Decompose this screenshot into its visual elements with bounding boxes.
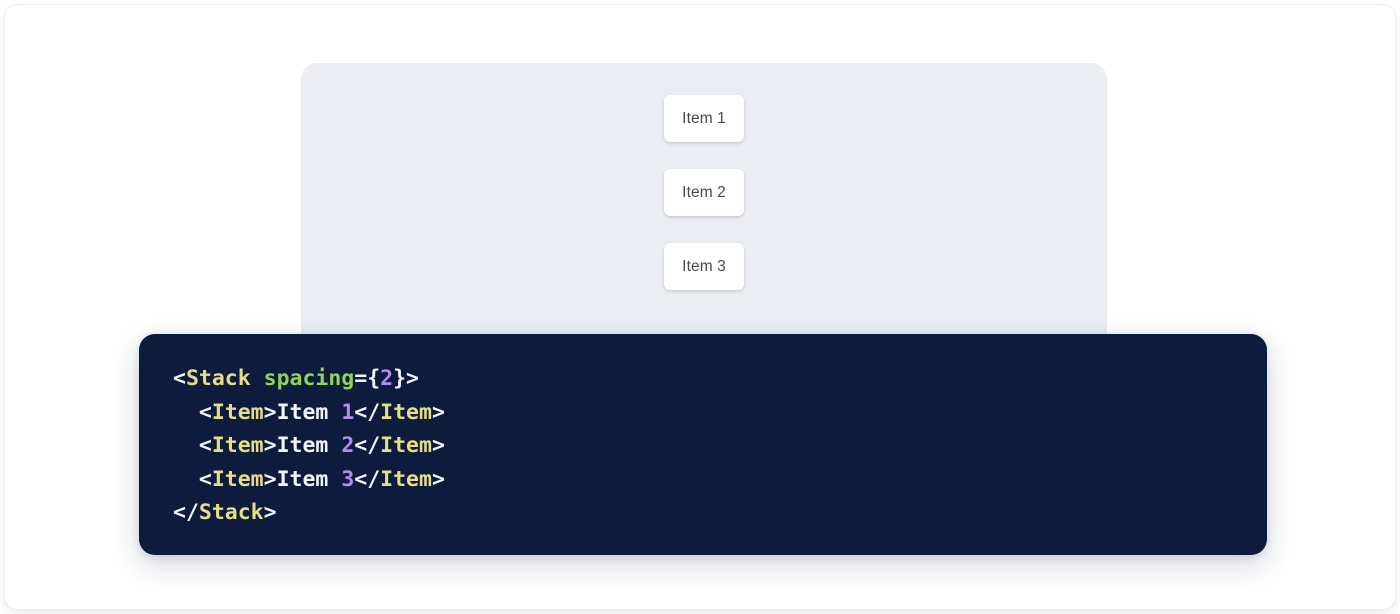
- code-token-tag: Item: [211, 466, 264, 492]
- code-token-attr: spacing: [263, 366, 355, 391]
- code-token-num: 2: [341, 433, 355, 458]
- code-token-punct: }>: [393, 366, 419, 391]
- stack-container: Item 1 Item 2 Item 3: [301, 95, 1107, 290]
- code-indent: [173, 400, 199, 425]
- code-token-punct: <: [198, 466, 212, 492]
- code-token-punct: <: [173, 366, 186, 391]
- code-token-tag: Item: [380, 433, 432, 458]
- stack-item[interactable]: Item 1: [664, 95, 744, 142]
- code-token-punct: >: [263, 466, 277, 492]
- code-token-punct: </: [173, 500, 199, 525]
- code-token-tag: Stack: [185, 366, 251, 391]
- code-token-punct: </: [354, 433, 381, 458]
- code-indent: [173, 433, 199, 458]
- code-token-punct: <: [198, 399, 212, 425]
- code-token-tag: Item: [380, 399, 432, 425]
- code-token-num: 1: [341, 399, 355, 425]
- code-token-punct: <: [198, 433, 212, 458]
- code-token-text: Item: [276, 433, 342, 458]
- code-token-punct: ={: [354, 366, 381, 391]
- code-snippet-text: <Stack spacing={2}> <Item>Item 1</Item> …: [173, 362, 1267, 530]
- code-token-punct: >: [431, 399, 445, 425]
- code-token-punct: >: [431, 466, 445, 492]
- code-token-punct: >: [431, 433, 445, 458]
- code-token-punct: >: [263, 500, 277, 525]
- code-indent: [173, 467, 199, 492]
- code-token-tag: Item: [211, 399, 264, 425]
- page-frame: Item 1 Item 2 Item 3 <Stack spacing={2}>…: [4, 4, 1396, 610]
- stack-item[interactable]: Item 2: [664, 169, 744, 216]
- code-token-text: Item: [276, 466, 342, 492]
- code-token-punct: </: [354, 399, 381, 425]
- code-token-text: Item: [276, 399, 342, 425]
- code-token-tag: Stack: [198, 500, 264, 525]
- code-token-tag: Item: [380, 466, 432, 492]
- code-token-tag: Item: [211, 433, 264, 458]
- code-token-text: [251, 366, 264, 391]
- stack-item[interactable]: Item 3: [664, 243, 744, 290]
- code-token-punct: >: [263, 433, 277, 458]
- code-token-num: 3: [341, 466, 355, 492]
- code-token-punct: >: [263, 399, 277, 425]
- code-token-punct: </: [354, 466, 381, 492]
- code-snippet-block[interactable]: <Stack spacing={2}> <Item>Item 1</Item> …: [139, 334, 1267, 555]
- code-token-num: 2: [380, 366, 394, 391]
